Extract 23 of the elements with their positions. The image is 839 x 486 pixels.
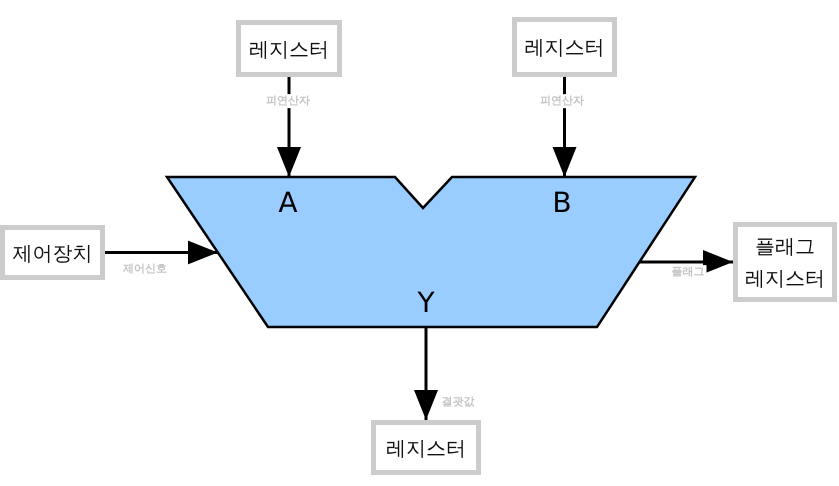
port-letter: B [552,189,572,217]
edge-label: 피연산자 [538,94,586,108]
port-letter: Y [417,289,435,317]
box-label: 레지스터 [248,36,330,62]
box-label: 레지스터 [524,34,606,61]
edge-label: 제어신호 [121,262,169,276]
arrow [105,240,218,264]
arrow [639,250,733,274]
edge-label: 피연산자 [264,94,312,108]
port-letter: A [278,189,298,217]
register-box [512,17,617,77]
register-box [371,420,481,475]
register-box [0,225,105,280]
box-label: 플래그 레지스터 [744,233,826,292]
arrow [552,77,576,177]
arrow [414,327,438,420]
register-box [236,20,342,77]
edge-label: 결괏값 [440,395,476,409]
box-label: 제어장치 [12,240,94,266]
edge-label: 플래그 [670,265,706,279]
arrow [277,77,301,177]
box-label: 레지스터 [385,434,467,462]
register-box [733,222,837,302]
